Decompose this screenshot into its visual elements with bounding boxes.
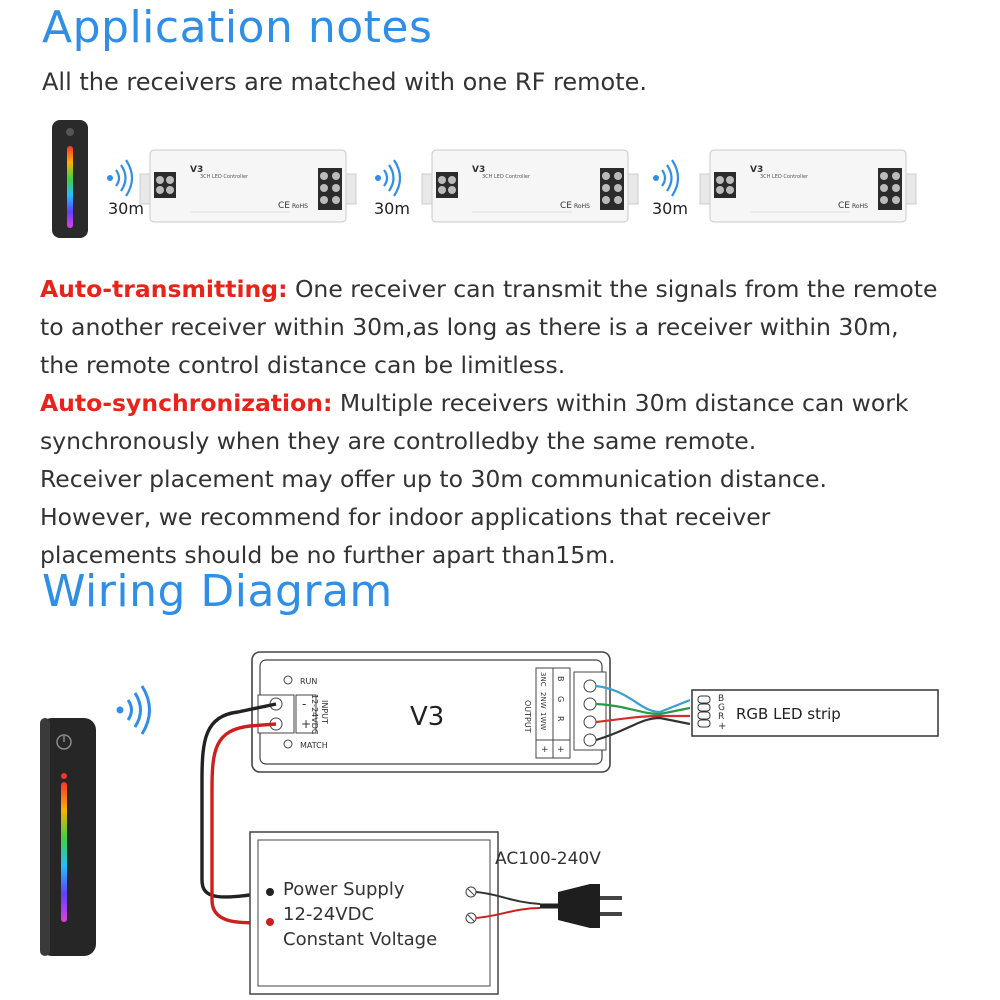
svg-text:3CH LED Controller: 3CH LED Controller bbox=[482, 174, 531, 180]
rf-signal-icon bbox=[373, 158, 402, 198]
svg-text:Power Supply: Power Supply bbox=[283, 879, 405, 900]
dc-wires bbox=[200, 702, 277, 925]
output-wires bbox=[595, 684, 691, 742]
wiring-diagram-title: Wiring Diagram bbox=[42, 566, 393, 617]
power-plug-icon bbox=[558, 884, 622, 928]
rf-signal-icon bbox=[651, 158, 680, 198]
auto-transmitting-label: Auto-transmitting: bbox=[40, 275, 288, 303]
svg-text:+: + bbox=[557, 745, 565, 755]
svg-text:OUTPUT: OUTPUT bbox=[523, 700, 532, 733]
svg-text:RoHS: RoHS bbox=[292, 203, 308, 210]
application-notes-title: Application notes bbox=[42, 2, 433, 53]
svg-text:RUN: RUN bbox=[300, 677, 317, 686]
distance-label: 30m bbox=[108, 199, 144, 218]
svg-text:V3: V3 bbox=[190, 165, 203, 175]
svg-text:B: B bbox=[718, 694, 724, 704]
distance-label: 30m bbox=[652, 199, 688, 218]
notes-body: Auto-transmitting: One receiver can tran… bbox=[40, 270, 960, 574]
auto-synchronization-paragraph: Auto-synchronization: Multiple receivers… bbox=[40, 389, 909, 417]
auto-synchronization-label: Auto-synchronization: bbox=[40, 389, 333, 417]
ac-input-label: AC100-240V bbox=[495, 849, 601, 869]
svg-text:+: + bbox=[301, 717, 311, 731]
svg-text:-: - bbox=[302, 697, 306, 711]
svg-text:1WW: 1WW bbox=[539, 712, 547, 730]
rf-signal-icon bbox=[105, 158, 134, 198]
strip-label: RGB LED strip bbox=[736, 705, 841, 723]
rgb-led-strip: B G R + RGB LED strip bbox=[691, 689, 939, 737]
receiver-photo-3: V3 3CH LED Controller CE RoHS bbox=[699, 149, 917, 223]
svg-text:3CH LED Controller: 3CH LED Controller bbox=[200, 174, 249, 180]
intro-text: All the receivers are matched with one R… bbox=[42, 68, 647, 96]
svg-text:G: G bbox=[556, 696, 565, 702]
power-icon bbox=[56, 734, 72, 750]
remote-control-image bbox=[52, 120, 88, 238]
svg-text:3CH LED Controller: 3CH LED Controller bbox=[760, 174, 809, 180]
svg-text:+: + bbox=[718, 721, 726, 732]
receiver-photo-2: V3 3CH LED Controller CE RoHS bbox=[421, 149, 639, 223]
v3-controller: RUN MATCH - + INPUT 12-24VDC V3 OUTPUT 3… bbox=[251, 651, 611, 773]
svg-text:RoHS: RoHS bbox=[574, 203, 590, 210]
svg-text:INPUT: INPUT bbox=[320, 700, 329, 724]
distance-label: 30m bbox=[374, 199, 410, 218]
svg-text:CE: CE bbox=[560, 201, 572, 211]
svg-text:R: R bbox=[718, 712, 724, 722]
wiring-diagram: RUN MATCH - + INPUT 12-24VDC V3 OUTPUT 3… bbox=[40, 651, 939, 995]
svg-text:B: B bbox=[556, 676, 565, 682]
svg-text:12-24VDC: 12-24VDC bbox=[310, 694, 319, 735]
svg-text:+: + bbox=[541, 745, 549, 755]
svg-text:Constant Voltage: Constant Voltage bbox=[283, 929, 437, 950]
svg-text:2NW: 2NW bbox=[539, 692, 547, 709]
svg-text:CE: CE bbox=[278, 201, 290, 211]
receiver-chain-illustration: 30m V3 3CH LED Controller CE RoHS 30m V3… bbox=[52, 120, 917, 238]
auto-transmitting-paragraph: Auto-transmitting: One receiver can tran… bbox=[40, 275, 938, 303]
receiver-photo-1: V3 3CH LED Controller CE RoHS bbox=[139, 149, 357, 223]
color-touch-ring bbox=[61, 782, 67, 922]
svg-text:V3: V3 bbox=[472, 165, 485, 175]
power-supply: Power Supply 12-24VDC Constant Voltage bbox=[249, 831, 499, 995]
ac-wires bbox=[475, 891, 560, 919]
svg-text:G: G bbox=[718, 703, 725, 713]
svg-text:V3: V3 bbox=[750, 165, 763, 175]
svg-text:RoHS: RoHS bbox=[852, 203, 868, 210]
svg-text:12-24VDC: 12-24VDC bbox=[283, 904, 374, 925]
controller-label: V3 bbox=[410, 702, 444, 732]
svg-text:R: R bbox=[556, 716, 565, 722]
rf-signal-icon bbox=[116, 685, 151, 735]
remote-control bbox=[40, 718, 96, 956]
svg-text:MATCH: MATCH bbox=[300, 741, 328, 750]
svg-text:CE: CE bbox=[838, 201, 850, 211]
svg-text:3NC: 3NC bbox=[539, 672, 547, 687]
